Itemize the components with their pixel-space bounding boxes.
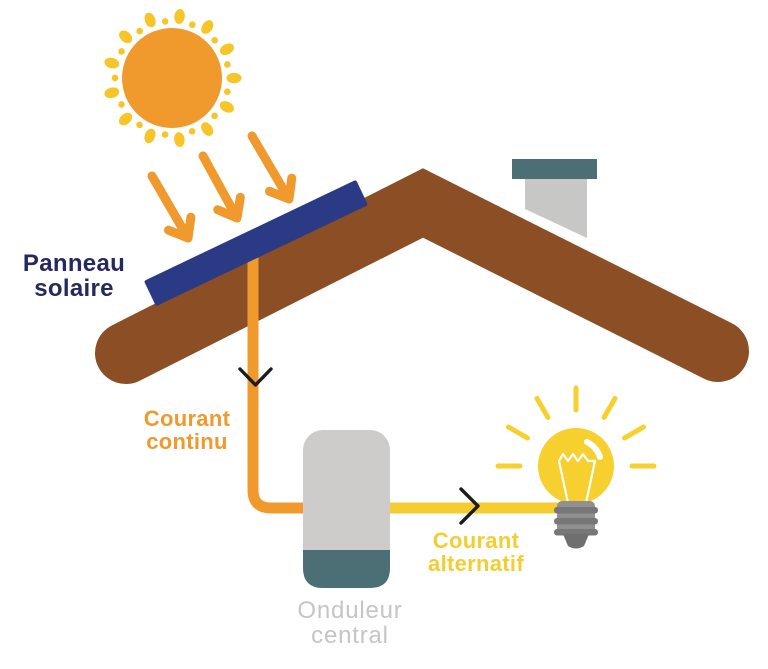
sun-ray-dot [161,131,169,138]
solar-panel-label-line1: Panneau [22,250,126,277]
sun-ray-petal [219,43,235,56]
sun-ray-petal [201,20,214,34]
dc-current-label-line1: Courant [143,406,231,431]
inverter-label: Onduleur central [297,597,403,650]
sunlight-arrow [284,173,297,204]
inverter-base [303,550,390,588]
sun-ray-dot [188,21,196,29]
dc-current-label-line2: continu [146,429,228,455]
sun-rays [104,8,242,148]
inverter-label-line2: central [311,622,389,650]
sun-ray-petal [174,132,185,148]
sun-icon [104,8,242,148]
ac-current-label-line1: Courant [432,528,520,553]
sunlight-arrow [147,171,191,240]
bulb-ray [534,395,551,421]
dc-wire [247,250,350,514]
sun-ray-petal [119,30,133,44]
bulb-ray [601,395,618,421]
sunlight-arrow [198,151,240,219]
arrow-right-icon [459,487,480,525]
sunlight-arrow [232,192,245,223]
sun-ray-petal [118,112,133,126]
solar-panel-label-line2: solaire [34,275,114,303]
inverter-label-line1: Onduleur [297,597,403,624]
sun-ray-dot [118,48,125,55]
arrow-down-icon [238,367,273,387]
chimney [512,159,597,238]
sun-ray-petal [144,128,156,144]
bulb-base [554,501,598,549]
sun-ray-dot [188,128,196,135]
bulb-filament [557,452,597,505]
sun-ray-dot [211,112,218,120]
sun-ray-dot [161,18,169,25]
bulb-rays [495,385,657,469]
inverter-body [303,430,390,588]
bulb-highlight [584,439,603,460]
chimney-cap [512,159,597,179]
house-roof [95,168,749,384]
sun-ray-dot [211,36,219,44]
sun-ray-dot [224,61,231,68]
sun-ray-petal [219,101,234,113]
sun-ray-petal [201,122,214,136]
sun-ray-petal [174,8,185,24]
solar-panel [144,180,368,306]
sun-ray-petal [144,12,156,28]
sun-body [122,28,222,128]
ac-current-label: Courant alternatif [428,529,524,575]
sun-ray-dot [118,101,125,108]
sun-ray-dot [136,121,143,129]
sunlight-arrows-icon [147,131,297,243]
sunlight-arrow [247,131,292,201]
sun-ray-dot [111,74,119,82]
sun-ray-petal [226,72,242,84]
sunlight-arrow [183,212,196,243]
sun-ray-dot [224,88,231,96]
bulb-ray [505,424,531,441]
bulb-globe [538,428,614,504]
chimney-body [525,177,587,238]
inverter-box [303,430,390,588]
ac-current-label-line2: alternatif [428,551,524,577]
sun-ray-petal [104,87,120,99]
dc-current-label: Courant continu [144,407,230,453]
bulb-ray [621,424,647,441]
solar-panel-label: Panneau solaire [22,250,126,303]
lightbulb-icon [495,385,657,549]
sun-ray-dot [136,27,143,35]
sun-ray-petal [104,57,120,69]
